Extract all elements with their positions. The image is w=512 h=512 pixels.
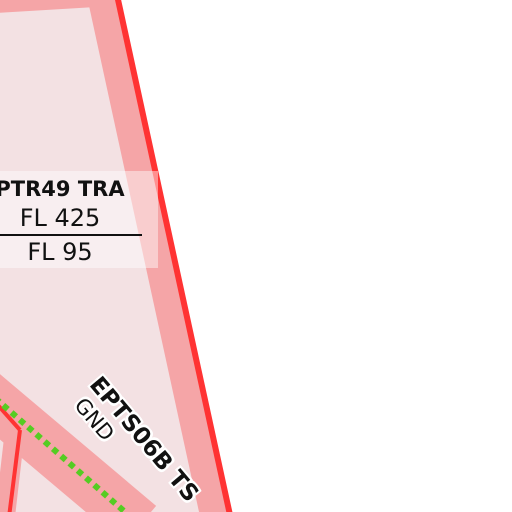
- tra-lower-limit: FL 95: [27, 238, 93, 266]
- tsa-area-halo-left: [0, 428, 25, 512]
- tra-label-background: [0, 171, 158, 268]
- tra-area-border: [115, 0, 233, 512]
- tra-zone-name[interactable]: PTR49 TRA: [0, 177, 125, 201]
- tra-upper-limit: FL 425: [19, 204, 101, 232]
- tra-area-halo-top: [0, 0, 113, 13]
- tra-area-halo: [87, 0, 228, 512]
- limit-divider: [0, 234, 142, 236]
- route-line[interactable]: [0, 398, 127, 512]
- tra-area-polygon[interactable]: [0, 0, 228, 512]
- tsa-area-border-left: [7, 429, 22, 512]
- tsa-area-border-top: [0, 404, 22, 432]
